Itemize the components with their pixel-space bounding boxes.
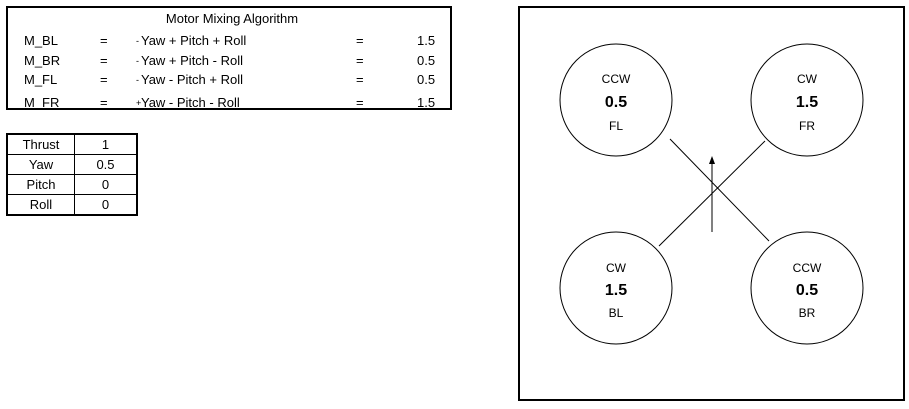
input-value[interactable]: 0 [74, 194, 138, 216]
motor-fr-circle [750, 43, 864, 157]
row-result: 0.5 [417, 72, 436, 87]
row-formula: Yaw - Pitch - Roll [141, 95, 240, 110]
motor-direction: CCW [793, 261, 822, 275]
input-value[interactable]: 0 [74, 174, 138, 195]
motor-value: 0.5 [605, 94, 627, 111]
table-row: Thrust 1 [6, 133, 138, 155]
equals-sign: = [100, 53, 108, 68]
row-name: M_FR [24, 95, 60, 110]
equals-sign: = [100, 95, 108, 110]
input-label: Yaw [6, 154, 75, 175]
mixing-title: Motor Mixing Algorithm [165, 11, 299, 26]
mixing-row-fl: M_FL = - Yaw - Pitch + Roll = 0.5 [8, 72, 450, 88]
input-label: Roll [6, 194, 75, 216]
input-label: Thrust [6, 133, 75, 155]
equals-sign: = [356, 95, 364, 110]
table-row: Yaw 0.5 [6, 154, 138, 175]
input-values-table: Thrust 1 Yaw 0.5 Pitch 0 Roll 0 [6, 133, 138, 216]
quadcopter-diagram: CCW 0.5 FL CW 1.5 FR CW 1.5 BL CCW 0.5 B… [518, 6, 905, 401]
equals-sign: = [356, 33, 364, 48]
motor-label: BR [799, 306, 816, 320]
motor-br: CCW 0.5 BR [750, 231, 864, 345]
mixing-row-br: M_BR = - Yaw + Pitch - Roll = 0.5 [8, 53, 450, 69]
row-name: M_BR [24, 53, 61, 68]
motor-bl-circle [559, 231, 673, 345]
motor-fr: CW 1.5 FR [750, 43, 864, 157]
equals-sign: = [356, 72, 364, 87]
row-formula: Yaw - Pitch + Roll [141, 72, 243, 87]
mixing-row-fr: M_FR = + Yaw - Pitch - Roll = 1.5 [8, 95, 450, 111]
row-result: 1.5 [417, 95, 436, 110]
motor-direction: CCW [602, 72, 631, 86]
input-label: Pitch [6, 174, 75, 195]
sign-mark: + [136, 98, 142, 108]
equals-sign: = [100, 72, 108, 87]
motor-value: 1.5 [796, 94, 818, 111]
equals-sign: = [100, 33, 108, 48]
motor-mixing-panel: Motor Mixing Algorithm M_BL = - Yaw + Pi… [6, 6, 452, 110]
equals-sign: = [356, 53, 364, 68]
table-row: Pitch 0 [6, 174, 138, 195]
motor-direction: CW [606, 261, 627, 275]
mixing-row-bl: M_BL = - Yaw + Pitch + Roll = 1.5 [8, 33, 450, 49]
motor-fl-circle [559, 43, 673, 157]
row-formula: Yaw + Pitch - Roll [141, 53, 243, 68]
sign-mark: - [136, 75, 139, 85]
row-name: M_BL [24, 33, 58, 48]
sign-mark: - [136, 36, 139, 46]
sign-mark: - [136, 56, 139, 66]
motor-bl: CW 1.5 BL [559, 231, 673, 345]
motor-label: BL [609, 306, 624, 320]
row-formula: Yaw + Pitch + Roll [141, 33, 247, 48]
motor-label: FL [609, 119, 623, 133]
forward-arrow-icon [709, 156, 715, 164]
motor-direction: CW [797, 72, 818, 86]
motor-value: 0.5 [796, 282, 818, 299]
row-result: 1.5 [417, 33, 436, 48]
row-name: M_FL [24, 72, 58, 87]
quadcopter-svg: CCW 0.5 FL CW 1.5 FR CW 1.5 BL CCW 0.5 B… [559, 43, 864, 345]
arm-fl-br [669, 138, 770, 242]
input-value[interactable]: 1 [74, 133, 138, 155]
motor-value: 1.5 [605, 282, 627, 299]
motor-fl: CCW 0.5 FL [559, 43, 673, 157]
motor-br-circle [750, 231, 864, 345]
row-result: 0.5 [417, 53, 436, 68]
input-value[interactable]: 0.5 [74, 154, 138, 175]
motor-label: FR [799, 119, 815, 133]
table-row: Roll 0 [6, 194, 138, 216]
